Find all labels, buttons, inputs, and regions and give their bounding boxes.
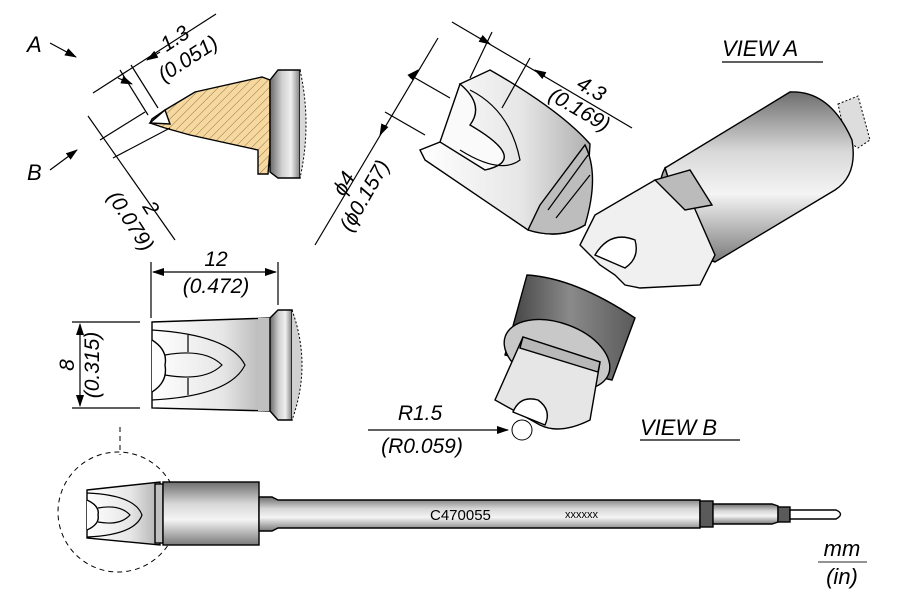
cartridge-heater [712, 503, 779, 525]
extension-line [384, 111, 426, 136]
radius-callout-circle [511, 419, 533, 441]
dim-length-in: (0.472) [183, 275, 250, 298]
flange [269, 69, 301, 179]
extension-line [469, 31, 493, 79]
view-b-break [526, 274, 636, 319]
units-primary: mm [824, 536, 861, 561]
slot-contour [459, 89, 521, 167]
side-slot-contour [151, 329, 246, 401]
part-number: C470055 [430, 507, 491, 524]
cartridge-band-1 [699, 500, 714, 528]
side-view: 12 (0.472) 8 (0.315) [56, 248, 303, 421]
dim-radius-mm: R1.5 [398, 402, 443, 425]
dim-radius-in: (R0.059) [381, 435, 463, 458]
view-a-slot-face [653, 169, 714, 211]
dim-arrow [407, 69, 419, 81]
view-b-label: VIEW B [640, 415, 717, 440]
view-b: R1.5 (R0.059) VIEW B [368, 274, 740, 458]
tip-slot [439, 82, 505, 171]
extension-line [501, 57, 531, 109]
hatched-section [149, 76, 271, 175]
tip-point [148, 108, 172, 125]
units-secondary: (in) [826, 564, 858, 589]
side-slot-inner [164, 352, 223, 378]
side-flange-break [291, 309, 303, 421]
dim-arrow [146, 50, 161, 61]
view-arrow-a [49, 42, 77, 58]
dim-height-in: (0.315) [81, 332, 104, 399]
side-flange [269, 309, 293, 421]
dim-arrow [534, 69, 547, 80]
view-b-slot [519, 336, 601, 373]
cartridge-sleeve [162, 481, 260, 546]
tip-collar [527, 143, 594, 235]
cartridge-full-view: C470055 xxxxxx [57, 427, 842, 573]
dim-arrow [117, 75, 133, 85]
cartridge-collar [154, 483, 164, 544]
dim-line-tip-width [87, 115, 176, 241]
side-notch [151, 339, 167, 393]
view-a-notch [593, 236, 637, 269]
serial-number: xxxxxx [565, 509, 599, 521]
cartridge-shaft [258, 496, 701, 532]
view-a: VIEW A [579, 36, 871, 289]
dim-tip-width-in: (0.079) [103, 187, 159, 255]
dim-length-mm: 12 [204, 248, 228, 271]
dim-arrow [478, 34, 491, 45]
cartridge-tip-inner [97, 506, 131, 524]
view-arrow-b [49, 149, 78, 171]
dim-height-mm: 8 [56, 359, 79, 371]
isometric-tip-view: ϕ4 (ϕ0.157) 4.3 (0.169) [314, 21, 633, 246]
dim-line-diameter [314, 37, 439, 246]
flange-break [299, 69, 307, 179]
cartridge-sensor-pin [789, 509, 842, 520]
extension-line [130, 64, 159, 109]
collar-line [555, 174, 591, 219]
cartridge-tip-notch [86, 499, 99, 531]
dim-arrow [379, 123, 389, 136]
extension-line [112, 127, 171, 159]
side-band [258, 318, 270, 411]
cartridge-tip-contour [86, 492, 143, 538]
extension-line [99, 111, 146, 141]
section-view: A B 1.3 (0.051) 2 (0.079) [25, 13, 307, 255]
extension-line [119, 69, 149, 116]
view-a-label: VIEW A [722, 36, 798, 61]
cartridge-band-2 [777, 506, 791, 523]
view-arrow-a-label: A [25, 32, 42, 57]
view-arrow-b-label: B [27, 160, 42, 185]
extension-line [409, 74, 451, 99]
view-b-notch [512, 398, 548, 426]
units-legend: mm (in) [818, 536, 867, 589]
collar-line [547, 154, 589, 211]
